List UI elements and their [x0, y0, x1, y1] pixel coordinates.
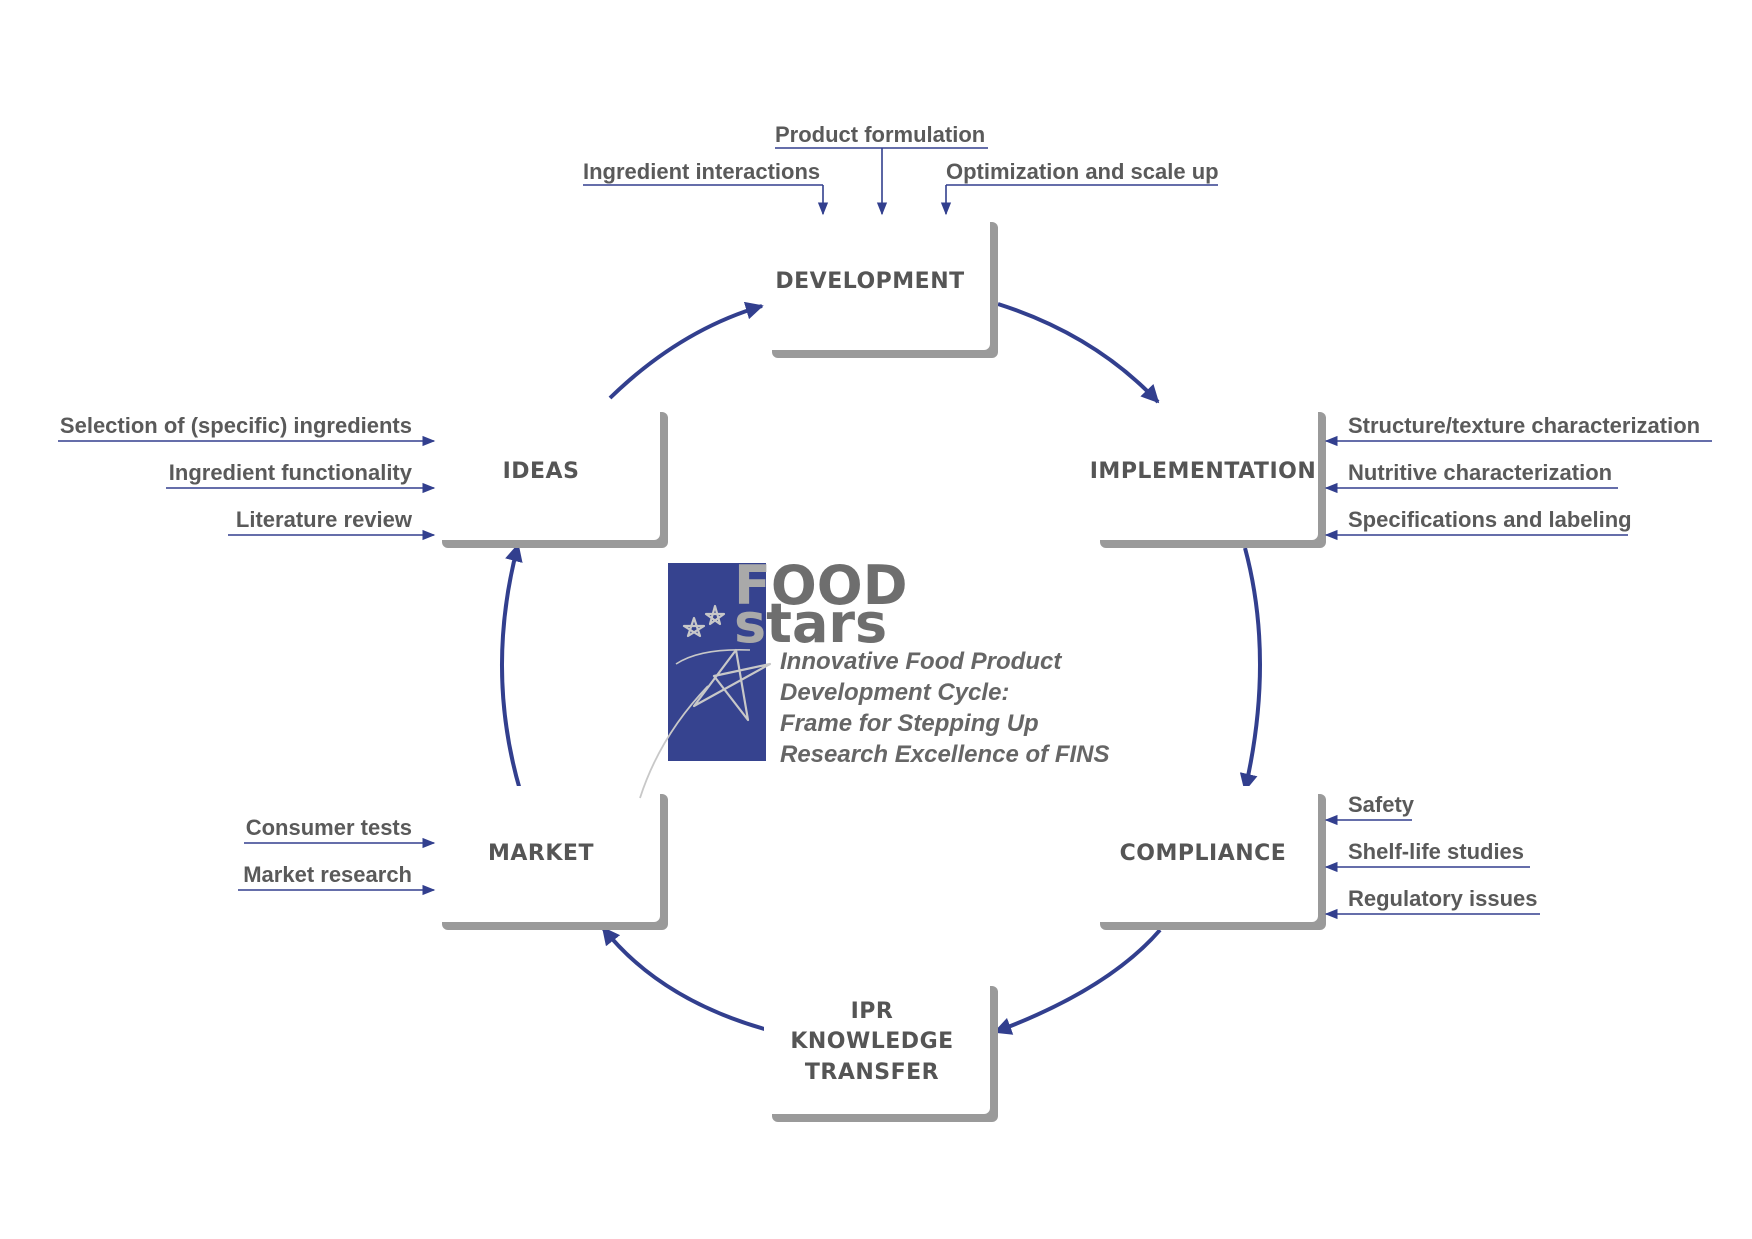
logo-stars-s: s: [734, 592, 766, 655]
stage-market: MARKET: [434, 786, 668, 930]
logo-food-rest: OOD: [771, 554, 908, 617]
stage-implementation-label: IMPLEMENTATION: [1090, 459, 1317, 484]
cycle-arrows: [500, 301, 1262, 1035]
implementation-inputs: Structure/texture characterization Nutri…: [1324, 413, 1712, 541]
label-product-formulation: Product formulation: [775, 122, 985, 147]
label-optimization-scale-up: Optimization and scale up: [946, 159, 1219, 184]
stage-market-label: MARKET: [488, 841, 594, 866]
stage-ipr-line-3: TRANSFER: [805, 1060, 939, 1085]
stage-ipr-line-1: IPR: [851, 999, 894, 1024]
market-inputs: Consumer tests Market research: [238, 815, 436, 896]
label-selection-ingredients: Selection of (specific) ingredients: [60, 413, 412, 438]
logo-tagline-1: Innovative Food Product: [780, 648, 1062, 675]
logo-stars-rest: tars: [766, 592, 887, 655]
label-specifications-labeling: Specifications and labeling: [1348, 507, 1632, 532]
development-inputs: Product formulation Ingredient interacti…: [583, 122, 1219, 216]
ideas-inputs: Selection of (specific) ingredients Ingr…: [58, 413, 436, 541]
food-stars-logo: FOOD stars Innovative Food Product Devel…: [639, 554, 1109, 799]
stage-compliance-label: COMPLIANCE: [1120, 841, 1287, 866]
arrow-market-to-ideas: [500, 543, 523, 791]
label-structure-texture: Structure/texture characterization: [1348, 413, 1700, 438]
label-literature-review: Literature review: [236, 507, 413, 532]
arrow-ideas-to-development: [608, 301, 764, 400]
arrow-development-to-implementation: [997, 302, 1160, 404]
label-ingredient-interactions: Ingredient interactions: [583, 159, 820, 184]
logo-tagline-2: Development Cycle:: [780, 679, 1009, 706]
label-safety: Safety: [1348, 792, 1415, 817]
logo-tagline-4: Research Excellence of FINS: [780, 741, 1109, 768]
label-ingredient-functionality: Ingredient functionality: [169, 460, 413, 485]
arrow-compliance-to-ipr: [993, 928, 1162, 1035]
stage-ideas: IDEAS: [434, 404, 668, 548]
arrow-ipr-to-market: [601, 926, 769, 1032]
logo-food-f: F: [734, 554, 771, 617]
label-consumer-tests: Consumer tests: [246, 815, 412, 840]
logo-stars-icon: [639, 604, 772, 799]
svg-text:FOOD: FOOD: [734, 554, 908, 617]
label-market-research: Market research: [243, 862, 412, 887]
stage-implementation: IMPLEMENTATION: [1090, 404, 1326, 548]
stage-compliance: COMPLIANCE: [1092, 786, 1326, 930]
label-nutritive-characterization: Nutritive characterization: [1348, 460, 1612, 485]
label-regulatory-issues: Regulatory issues: [1348, 886, 1538, 911]
compliance-inputs: Safety Shelf-life studies Regulatory iss…: [1324, 792, 1540, 920]
label-shelf-life: Shelf-life studies: [1348, 839, 1524, 864]
logo-tagline-3: Frame for Stepping Up: [780, 710, 1039, 737]
stage-ipr-knowledge-transfer: IPR KNOWLEDGE TRANSFER: [764, 978, 998, 1122]
svg-text:stars: stars: [734, 592, 887, 655]
logo-blue-square: [668, 563, 766, 761]
arrow-implementation-to-compliance: [1239, 547, 1262, 792]
stage-development-label: DEVELOPMENT: [775, 269, 964, 294]
stage-ipr-line-2: KNOWLEDGE: [790, 1029, 953, 1054]
stage-ideas-label: IDEAS: [503, 459, 580, 484]
stage-development: DEVELOPMENT: [764, 214, 998, 358]
